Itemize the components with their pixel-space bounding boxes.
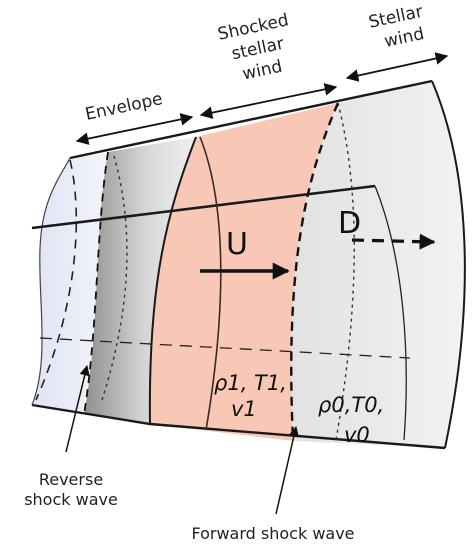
contact-discontinuity-back <box>199 136 222 431</box>
envelope-grey-band <box>84 137 196 424</box>
region1-params-line2: v1 <box>231 397 257 421</box>
forward-shock-front <box>290 102 340 442</box>
right-curved-edge <box>431 80 466 449</box>
stellar-wind-region <box>291 81 465 448</box>
shocked-wind-bracket <box>199 83 338 119</box>
region0-params-line2: v0 <box>344 423 370 447</box>
velocity-d-arrow <box>351 233 436 250</box>
region0-params-line1: ρ0,T0, <box>318 393 384 417</box>
left-back-dashed <box>35 159 78 401</box>
reverse-shock-front <box>83 151 109 415</box>
forward-shock-pointer <box>275 425 299 515</box>
envelope-label: Envelope <box>84 89 165 125</box>
reverse-label-line2: shock wave <box>24 490 118 509</box>
envelope-region <box>32 152 112 413</box>
back-right-curve <box>374 185 407 441</box>
u-label: U <box>226 227 248 262</box>
reverse-shock-pointer <box>65 364 90 453</box>
envelope-bracket <box>75 113 194 145</box>
forward-shock-back <box>335 102 355 441</box>
top-edge <box>69 79 433 160</box>
left-wavy-edge <box>31 157 71 406</box>
forward-label: Forward shock wave <box>191 524 354 543</box>
d-label: D <box>338 206 361 241</box>
region1-params-line1: ρ1, T1, <box>214 371 287 395</box>
middle-axis-line <box>31 184 376 230</box>
stellar-wind-bracket <box>345 52 449 82</box>
reverse-label-line1: Reverse <box>39 470 103 489</box>
contact-discontinuity-front <box>148 136 197 425</box>
